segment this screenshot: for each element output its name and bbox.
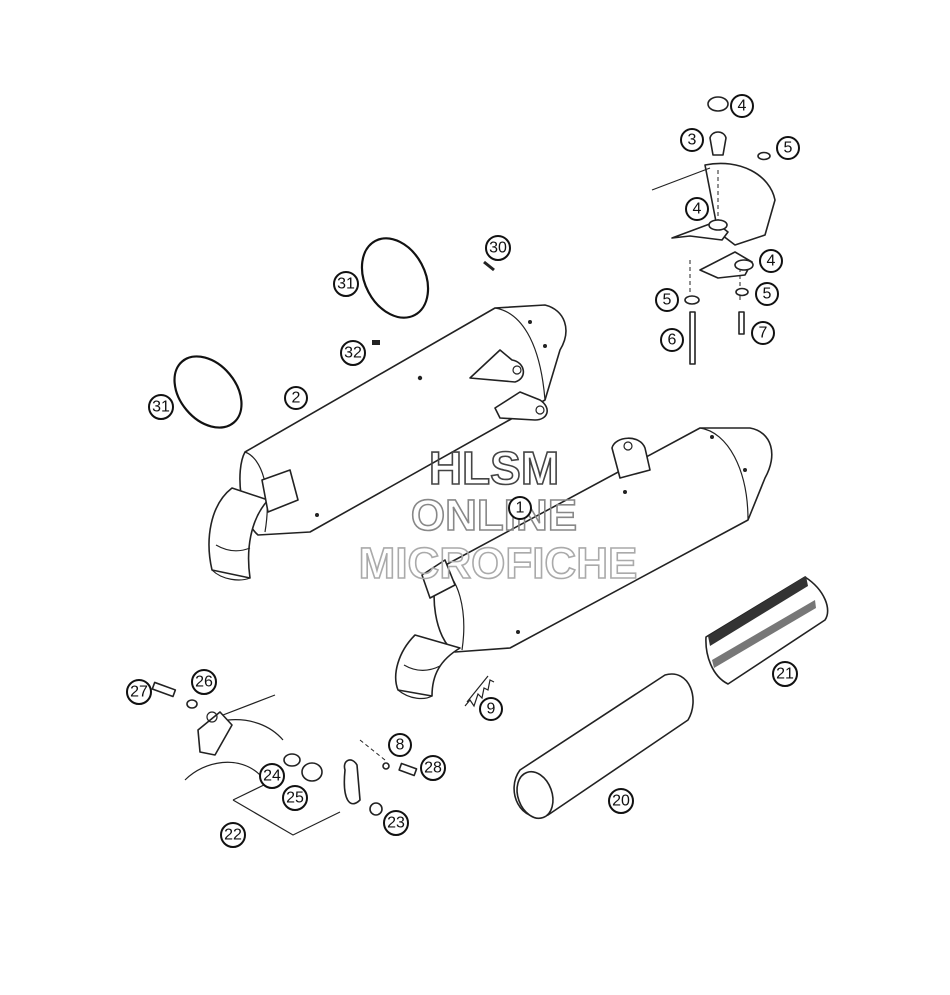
mounting-bracket xyxy=(651,96,776,365)
svg-text:31: 31 xyxy=(337,276,355,293)
svg-text:8: 8 xyxy=(396,737,405,754)
callout-24: 24 xyxy=(259,763,285,789)
screw-30 xyxy=(483,260,495,272)
callout-20: 20 xyxy=(608,788,634,814)
svg-text:32: 32 xyxy=(344,345,362,362)
callout-1: 1 xyxy=(508,496,532,520)
watermark-line-1: HLSM xyxy=(429,442,559,494)
svg-text:20: 20 xyxy=(612,793,630,810)
screw-32 xyxy=(372,340,380,345)
callout-6: 6 xyxy=(660,328,684,352)
svg-text:27: 27 xyxy=(130,684,148,701)
svg-text:3: 3 xyxy=(688,132,697,149)
callout-23: 23 xyxy=(383,810,409,836)
clamp-assembly xyxy=(151,681,418,836)
callout-25: 25 xyxy=(282,785,308,811)
callout-31-upper: 31 xyxy=(333,271,359,297)
svg-text:4: 4 xyxy=(693,201,702,218)
svg-text:28: 28 xyxy=(424,760,442,777)
svg-text:9: 9 xyxy=(487,701,496,718)
svg-text:5: 5 xyxy=(663,292,672,309)
callout-5-right: 5 xyxy=(755,282,779,306)
callout-5-top: 5 xyxy=(776,136,800,160)
gasket-ring-lower xyxy=(173,355,243,429)
callout-30: 30 xyxy=(485,235,511,261)
svg-text:25: 25 xyxy=(286,790,304,807)
svg-text:5: 5 xyxy=(763,286,772,303)
callout-31-lower: 31 xyxy=(148,394,174,420)
watermark: HLSM ONLINE MICROFICHE xyxy=(358,441,638,589)
svg-text:22: 22 xyxy=(224,827,242,844)
callout-8: 8 xyxy=(388,733,412,757)
svg-text:31: 31 xyxy=(152,399,170,416)
callout-32: 32 xyxy=(340,340,366,366)
svg-text:4: 4 xyxy=(738,98,747,115)
svg-text:23: 23 xyxy=(387,815,405,832)
spring-9 xyxy=(464,675,495,708)
callout-27: 27 xyxy=(126,679,152,705)
callout-3: 3 xyxy=(680,128,704,152)
callout-26: 26 xyxy=(191,669,217,695)
svg-text:21: 21 xyxy=(776,666,794,683)
svg-text:7: 7 xyxy=(759,325,768,342)
callout-4-mid: 4 xyxy=(685,197,709,221)
packing-mat-21 xyxy=(705,576,829,685)
svg-text:24: 24 xyxy=(263,768,281,785)
muffler-upper xyxy=(208,304,567,581)
svg-text:2: 2 xyxy=(292,390,301,407)
svg-text:4: 4 xyxy=(767,253,776,270)
gasket-ring-upper xyxy=(360,237,430,319)
watermark-line-2: ONLINE xyxy=(411,491,577,540)
svg-text:26: 26 xyxy=(195,674,213,691)
svg-text:6: 6 xyxy=(668,332,677,349)
svg-text:1: 1 xyxy=(516,500,525,517)
callout-2: 2 xyxy=(284,386,308,410)
callout-4-right: 4 xyxy=(759,249,783,273)
muffler-lower xyxy=(394,427,773,700)
callout-28: 28 xyxy=(420,755,446,781)
callout-9: 9 xyxy=(479,697,503,721)
watermark-line-3: MICROFICHE xyxy=(359,539,638,588)
svg-text:5: 5 xyxy=(784,140,793,157)
callout-21: 21 xyxy=(772,661,798,687)
callout-22: 22 xyxy=(220,822,246,848)
callout-7: 7 xyxy=(751,321,775,345)
svg-text:30: 30 xyxy=(489,240,507,257)
callout-4-top: 4 xyxy=(730,94,754,118)
packing-wool-20 xyxy=(513,673,694,820)
callout-5-left: 5 xyxy=(655,288,679,312)
